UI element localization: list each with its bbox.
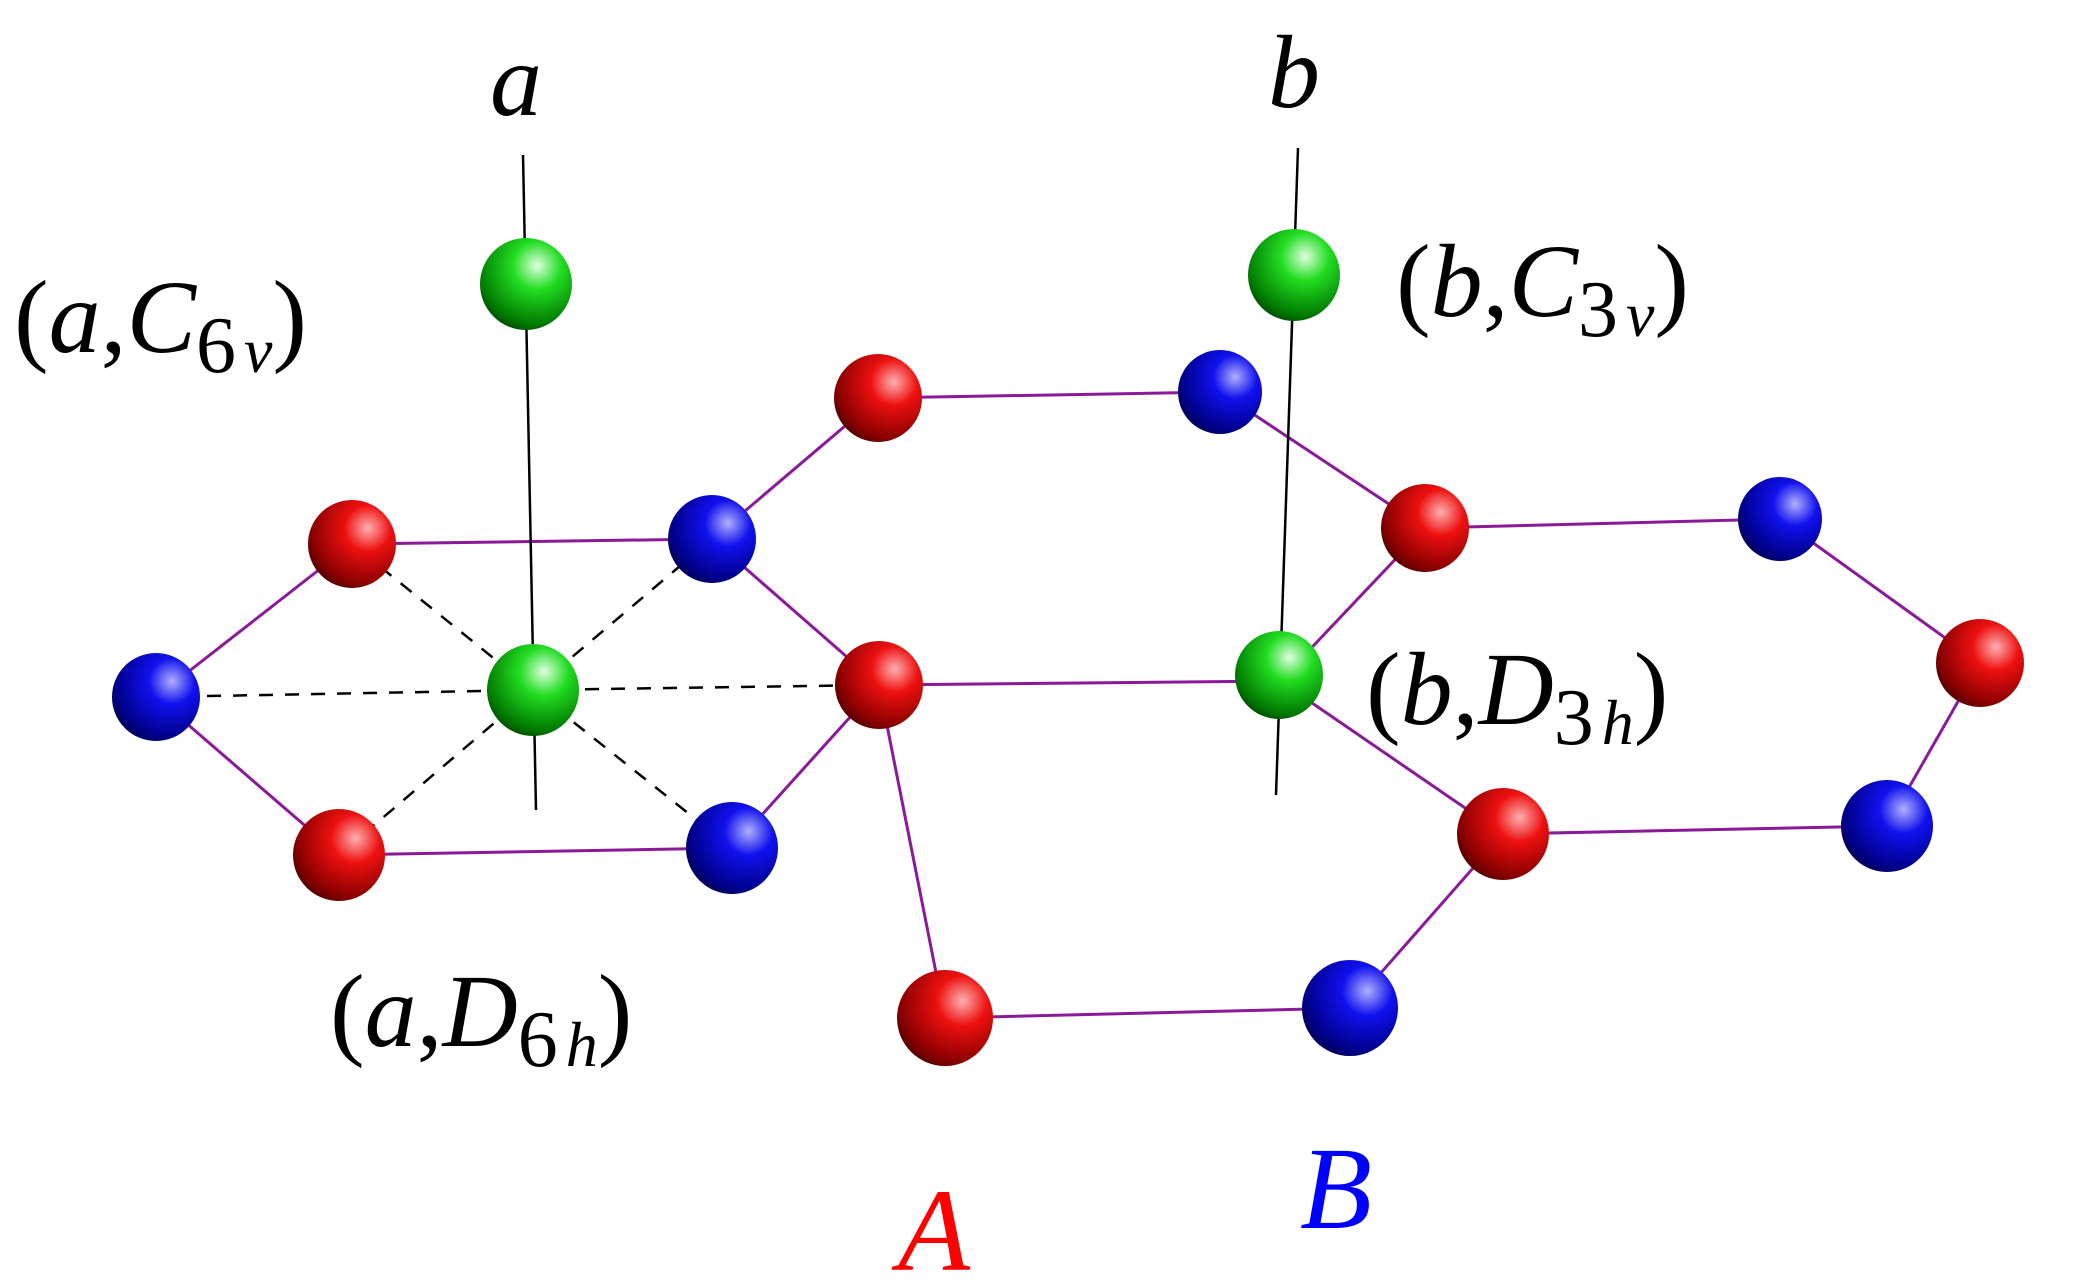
bond bbox=[338, 846, 733, 857]
axis-a-label: a bbox=[490, 23, 542, 138]
site-symbol: b bbox=[1401, 632, 1453, 747]
atom-b bbox=[1738, 477, 1822, 561]
comma: , bbox=[1483, 224, 1509, 339]
adatom-b-c3v bbox=[1248, 229, 1340, 321]
bond bbox=[1424, 517, 1781, 530]
group-letter: C bbox=[127, 260, 198, 375]
group-subscript-symbol: v bbox=[1626, 279, 1655, 350]
paren-close: ) bbox=[1654, 224, 1689, 339]
atom-b bbox=[1841, 780, 1933, 872]
paren-close: ) bbox=[598, 954, 633, 1069]
bond bbox=[877, 684, 947, 1019]
comma: , bbox=[417, 954, 443, 1069]
group-subscript-symbol: h bbox=[1602, 687, 1634, 758]
paren-open: ( bbox=[14, 260, 49, 375]
paren-open: ( bbox=[330, 954, 365, 1069]
group-subscript-number: 3 bbox=[1578, 266, 1618, 354]
bond bbox=[944, 1006, 1351, 1020]
bonds bbox=[155, 390, 1982, 1020]
comma: , bbox=[1453, 632, 1479, 747]
sublattice-b-atoms bbox=[112, 350, 1933, 1056]
paren-close: ) bbox=[1634, 632, 1669, 747]
group-subscript-symbol: v bbox=[244, 315, 273, 386]
bond bbox=[877, 390, 1221, 400]
paren-open: ( bbox=[1366, 632, 1401, 747]
atom-b bbox=[112, 653, 200, 741]
atom-a bbox=[1936, 619, 2024, 707]
group-subscript-number: 6 bbox=[518, 996, 558, 1084]
atom-b bbox=[1302, 960, 1398, 1056]
paren-close: ) bbox=[272, 260, 307, 375]
dashed-line bbox=[155, 688, 534, 699]
bond bbox=[878, 679, 1281, 687]
atom-a bbox=[293, 809, 385, 901]
atom-a bbox=[897, 970, 993, 1066]
adatom-a-d6h bbox=[487, 644, 579, 736]
site-symbol: b bbox=[1431, 224, 1483, 339]
group-letter: C bbox=[1509, 224, 1580, 339]
atom-a bbox=[1457, 788, 1549, 880]
group-subscript-symbol: h bbox=[566, 1009, 598, 1080]
comma: , bbox=[101, 260, 127, 375]
sublattice-a-label: A bbox=[891, 1165, 971, 1285]
atom-b bbox=[686, 802, 778, 894]
site-symbol: a bbox=[49, 260, 101, 375]
atom-b bbox=[668, 495, 756, 583]
atom-a bbox=[835, 641, 923, 729]
group-subscript-number: 3 bbox=[1554, 674, 1594, 762]
atom-b bbox=[1178, 350, 1262, 434]
sublattice-b-label: B bbox=[1300, 1123, 1372, 1254]
atom-a bbox=[1381, 484, 1469, 572]
axis-b-label: b bbox=[1268, 15, 1320, 130]
bond bbox=[1502, 824, 1888, 836]
group-subscript-number: 6 bbox=[196, 302, 236, 390]
adatom-sites bbox=[480, 229, 1340, 736]
site-symbol: a bbox=[365, 954, 417, 1069]
group-letter: D bbox=[1477, 632, 1554, 747]
adatom-b-d3h bbox=[1235, 631, 1323, 719]
sublattice-a-atoms bbox=[293, 354, 2024, 1066]
dashed-line bbox=[532, 683, 880, 692]
adatom-a-c6v bbox=[480, 238, 572, 330]
group-letter: D bbox=[441, 954, 518, 1069]
bond bbox=[351, 537, 713, 546]
atom-a bbox=[834, 354, 922, 442]
paren-open: ( bbox=[1396, 224, 1431, 339]
atom-a bbox=[308, 500, 396, 588]
